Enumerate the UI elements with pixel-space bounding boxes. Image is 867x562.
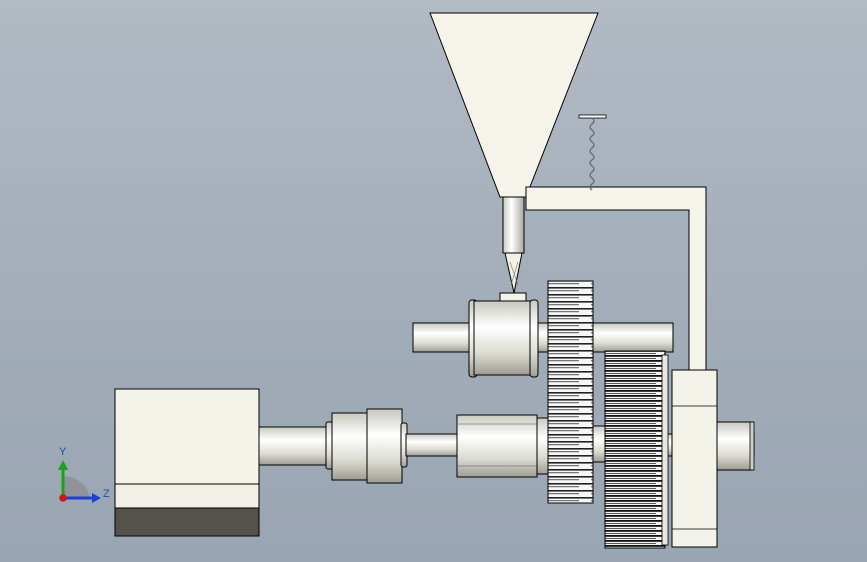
reference-triad: Y Z: [58, 446, 110, 503]
shaft-end[interactable]: [716, 421, 754, 471]
hopper-funnel[interactable]: [429, 12, 599, 198]
hopper-nozzle[interactable]: [504, 252, 523, 294]
y-axis-arrow-icon: [58, 460, 68, 470]
motor-base[interactable]: [114, 507, 260, 537]
triad-z-label: Z: [103, 488, 110, 500]
motor[interactable]: [114, 388, 260, 537]
triad-xy-plane: [63, 476, 90, 498]
bearing-plate[interactable]: [671, 369, 718, 548]
upper-shaft[interactable]: [412, 322, 674, 353]
drive-gear[interactable]: [604, 350, 666, 549]
z-axis-arrow-icon: [92, 493, 101, 503]
motor-shaft[interactable]: [258, 426, 332, 466]
x-axis-dot-icon: [59, 494, 67, 502]
motor-band[interactable]: [114, 483, 260, 509]
gear-spacer[interactable]: [661, 354, 669, 546]
gear-hub[interactable]: [592, 425, 606, 463]
shaft-coupling[interactable]: [325, 408, 408, 484]
triad-y-label: Y: [59, 446, 67, 458]
motor-body[interactable]: [114, 388, 260, 485]
lower-roller[interactable]: [456, 414, 550, 478]
tension-spring[interactable]: [578, 114, 607, 191]
hopper-neck[interactable]: [502, 196, 525, 254]
upper-roller[interactable]: [468, 299, 539, 378]
hopper[interactable]: [429, 12, 599, 303]
large-gear[interactable]: [547, 280, 594, 504]
